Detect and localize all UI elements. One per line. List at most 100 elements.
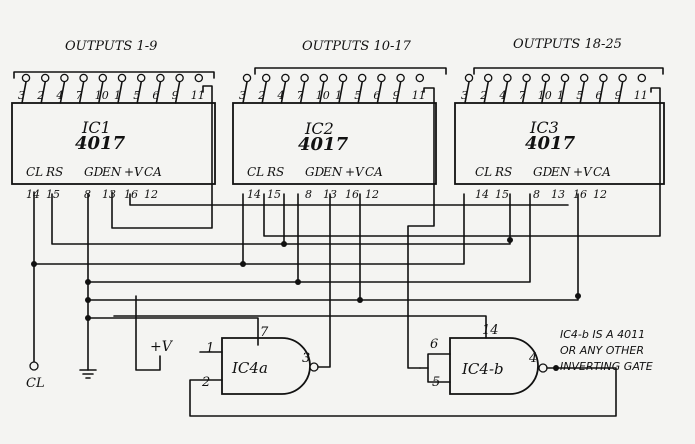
control-pin-number: 13	[551, 188, 565, 201]
ic1-part: 4017	[75, 133, 126, 154]
note-line-1: IC4-b IS A 4011	[560, 328, 645, 341]
output-pin-number: 6	[373, 89, 380, 102]
ic1-name: IC1	[81, 118, 111, 137]
output-pin-number: 5	[354, 89, 361, 102]
output-pin-number: 4	[55, 89, 63, 102]
clock-terminal	[29, 361, 39, 371]
control-pin-number: 16	[345, 188, 359, 201]
gate-a-pin-vcc: 7	[260, 325, 269, 340]
output-pin-number: 11	[191, 89, 205, 102]
output-lead	[299, 81, 306, 104]
output-pin-number: 11	[634, 89, 648, 102]
note-line-3: INVERTING GATE	[560, 360, 653, 373]
output-pin-number: 6	[152, 89, 159, 102]
junction-dot	[357, 297, 363, 303]
output-terminal	[503, 73, 512, 83]
junction-dot	[85, 297, 91, 303]
control-pin-label: CL	[475, 165, 492, 179]
output-pin-number: 6	[595, 89, 602, 102]
ic2-part: 4017	[298, 134, 349, 155]
output-pin-number: 1	[114, 89, 121, 102]
output-lead	[598, 81, 605, 104]
output-brace-1	[13, 71, 215, 79]
output-terminal	[522, 73, 531, 83]
output-lead	[521, 81, 528, 104]
gate-b-pin-vcc: 14	[482, 323, 499, 338]
output-terminal	[357, 73, 367, 83]
control-pin-label: CL	[247, 165, 264, 179]
output-lead	[617, 81, 624, 104]
output-lead	[338, 81, 344, 104]
output-pin-number: 1	[557, 89, 564, 102]
control-pin-label: RS	[266, 165, 284, 179]
control-pin-number: 14	[26, 188, 40, 201]
control-pin-label: EN	[550, 165, 571, 179]
ic3-box	[454, 102, 665, 185]
output-pin-number: 2	[257, 89, 265, 102]
control-pin-number: 12	[365, 188, 379, 201]
output-pin-number: 1	[335, 89, 342, 102]
output-terminal	[98, 73, 108, 83]
output-pin-number: 3	[461, 89, 468, 102]
output-lead	[395, 81, 402, 104]
gate-b-pin-out: 4	[528, 351, 537, 366]
ic2-name: IC2	[304, 119, 334, 138]
output-terminal	[40, 73, 50, 83]
ic3-name: IC3	[529, 118, 559, 137]
output-terminal	[21, 73, 31, 83]
supply-label: +V	[150, 339, 174, 355]
output-terminal	[377, 73, 386, 83]
gate-b-pin-in1: 6	[430, 337, 438, 352]
control-pin-number: 8	[305, 188, 312, 201]
ground-icon	[79, 369, 97, 379]
ic3-carry-wire	[263, 87, 661, 237]
note-line-2: OR ANY OTHER	[560, 344, 644, 357]
gate-a-vcc-wire	[87, 317, 259, 346]
gate-b-vcc-wire	[113, 315, 487, 339]
output-lead	[319, 81, 325, 104]
output-pin-number: 10	[316, 89, 330, 102]
control-pin-label: +V	[573, 165, 593, 179]
control-pin-label: CA	[144, 165, 162, 179]
output-lead	[464, 81, 470, 104]
control-pin-number: 16	[573, 188, 587, 201]
output-pin-number: 10	[538, 89, 552, 102]
junction-dot	[281, 241, 287, 247]
junction-dot	[85, 279, 91, 285]
output-terminal	[541, 73, 551, 83]
output-lead	[579, 81, 585, 104]
junction-dot	[575, 293, 581, 299]
output-brace-2	[254, 67, 447, 75]
output-terminal	[194, 73, 204, 83]
control-pin-label: EN	[322, 165, 343, 179]
output-lead	[483, 81, 489, 104]
output-lead	[78, 81, 85, 104]
control-pin-number: 15	[495, 188, 509, 201]
output-pin-number: 7	[297, 89, 304, 102]
junction-dot	[31, 261, 37, 267]
gate-a-pin-in2: 2	[201, 375, 210, 390]
output-lead	[117, 81, 123, 104]
control-pin-label: CA	[365, 165, 383, 179]
gate-a-pin-in1: 1	[206, 341, 214, 356]
ic3-part: 4017	[525, 133, 576, 154]
control-pin-number: 12	[144, 188, 158, 201]
output-lead	[136, 81, 142, 104]
gate-a-out	[317, 193, 331, 368]
output-pin-number: 3	[239, 89, 246, 102]
ic1-carry-wire	[111, 85, 213, 229]
output-pin-number: 4	[498, 89, 506, 102]
control-pin-label: EN	[101, 165, 122, 179]
gate-a-pin-out: 3	[302, 351, 310, 366]
gate-ic4a-bubble	[309, 362, 319, 372]
control-pin-number: 14	[247, 188, 261, 201]
output-terminal	[618, 73, 627, 83]
ic1-box	[11, 102, 216, 185]
output-pin-number: 9	[615, 89, 622, 102]
junction-dot	[295, 279, 301, 285]
group-label-2: OUTPUTS 10-17	[302, 39, 412, 54]
control-pin-label: CL	[26, 165, 43, 179]
control-pin-number: 12	[593, 188, 607, 201]
output-lead	[59, 81, 66, 104]
